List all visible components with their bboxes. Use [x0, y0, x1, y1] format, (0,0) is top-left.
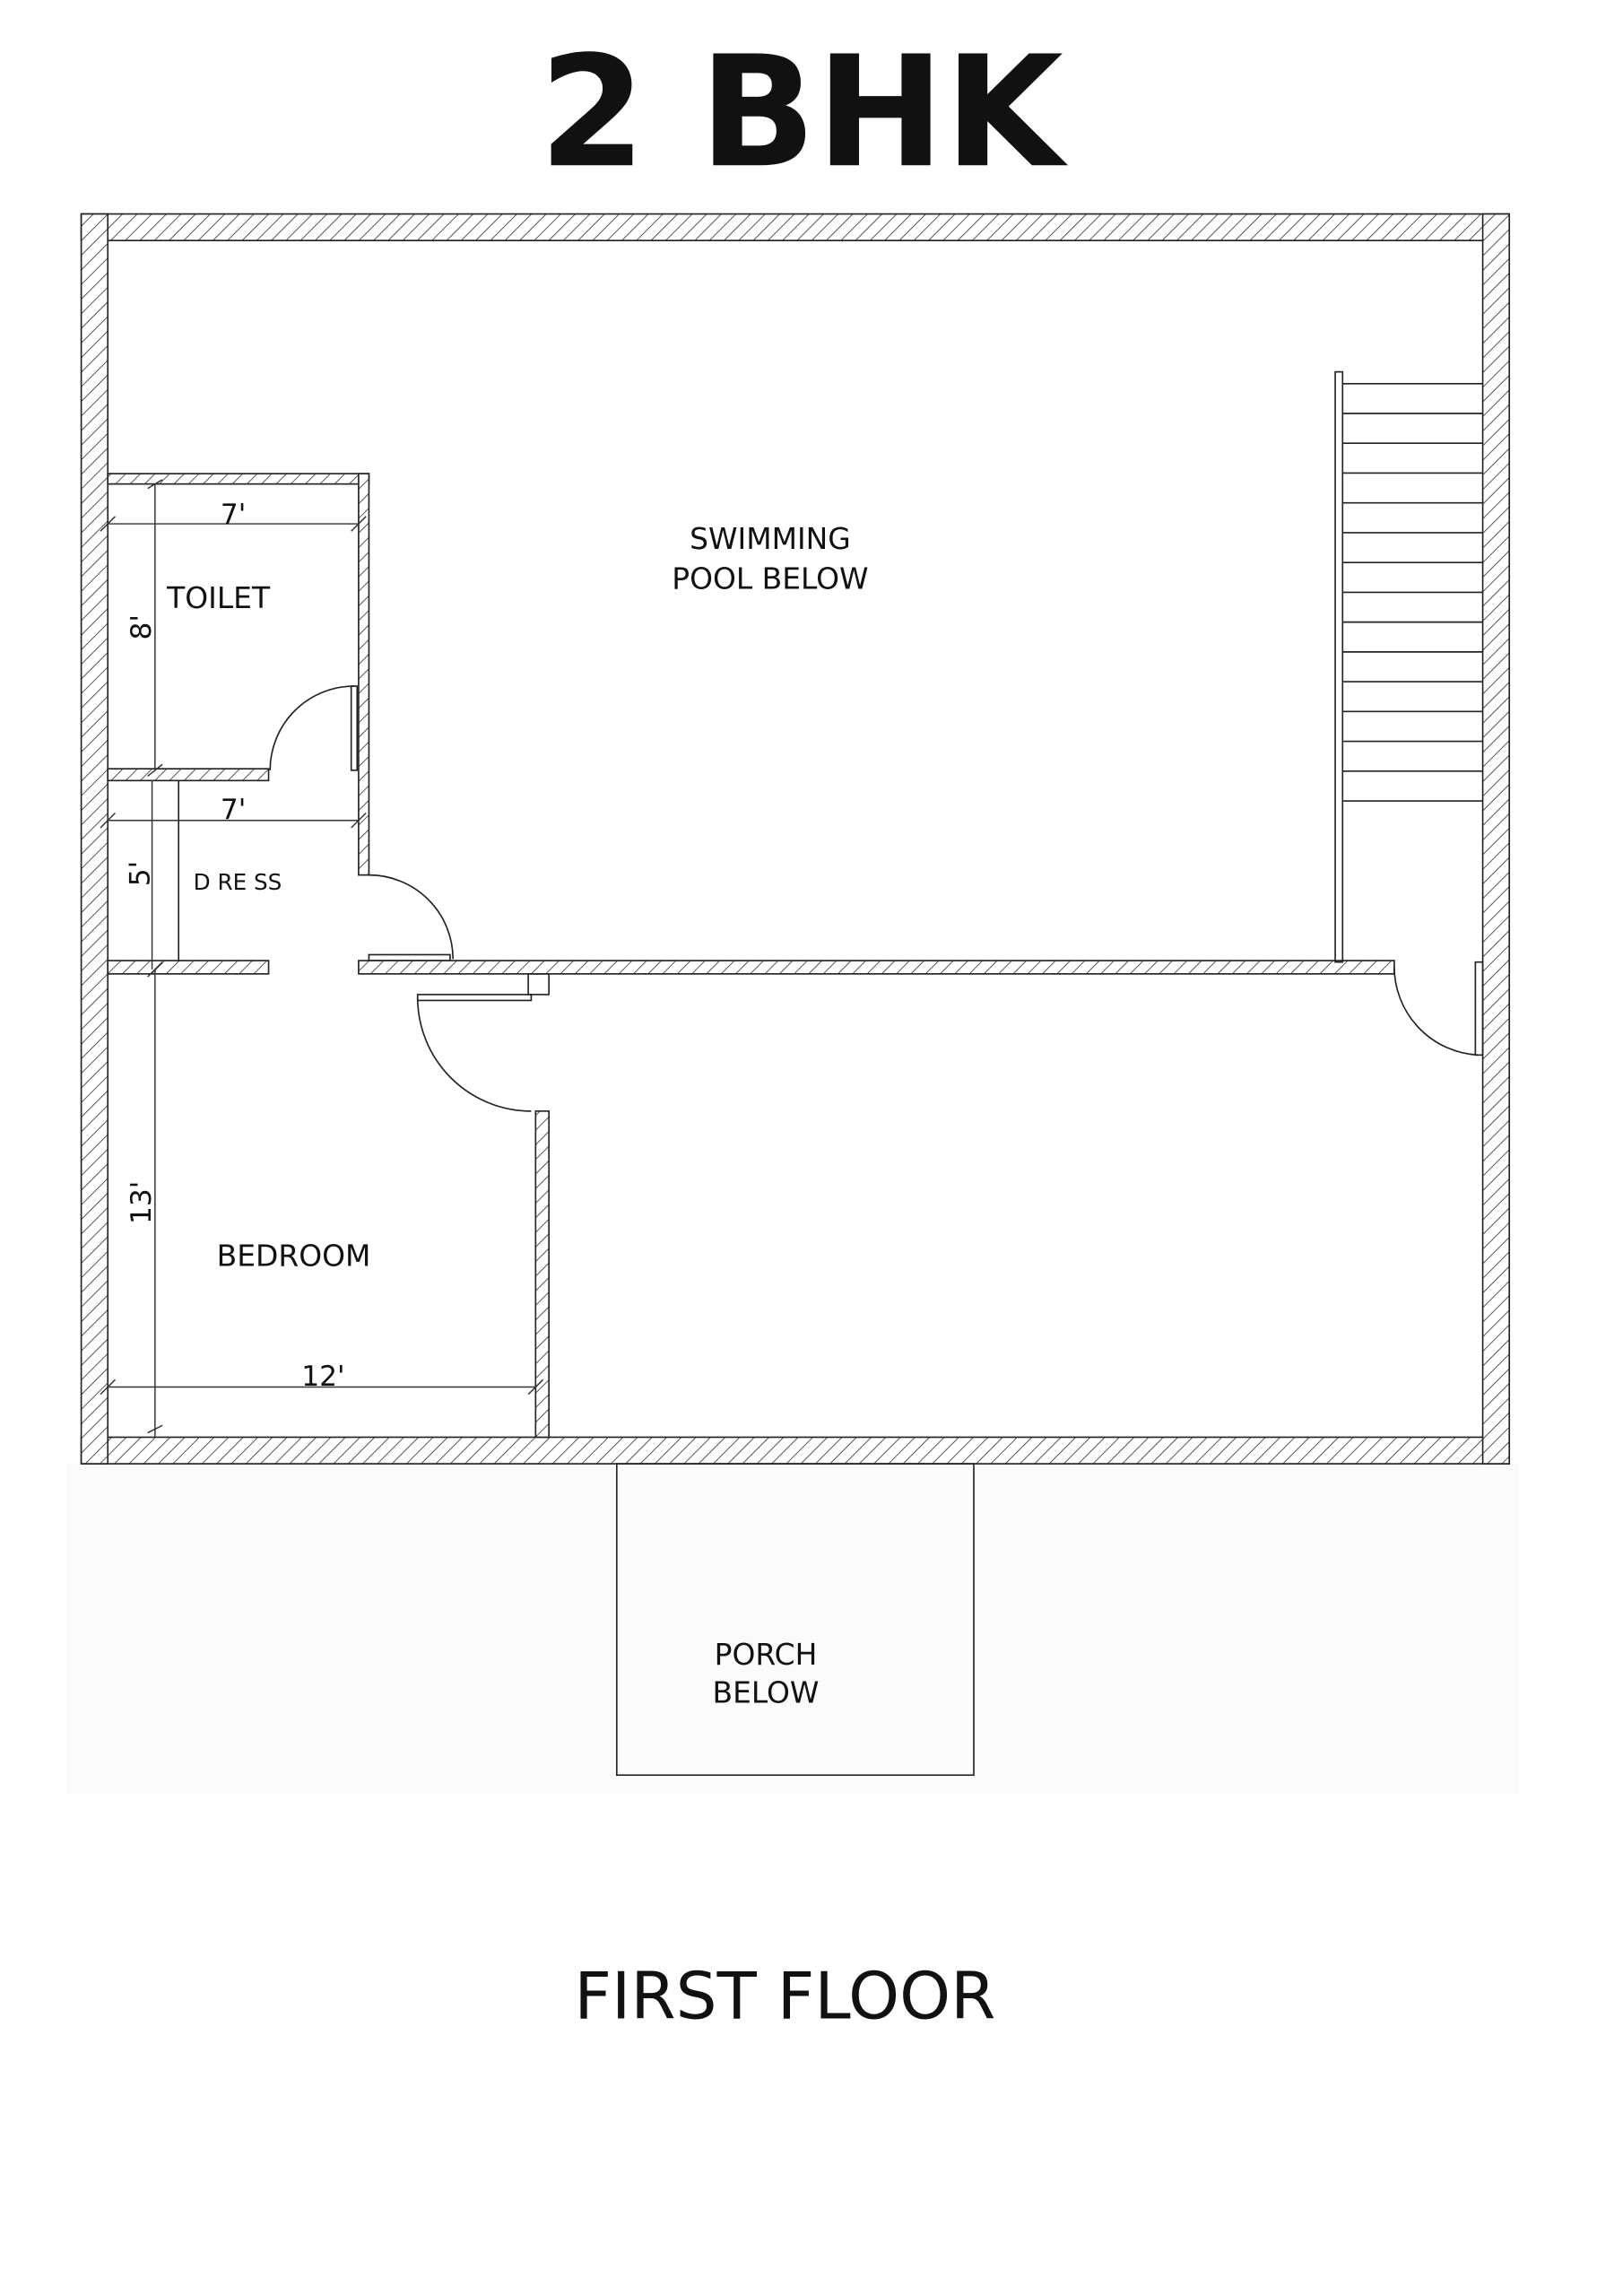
page-title: 2 BHK	[539, 23, 1068, 202]
bedroom-label: BEDROOM	[217, 1239, 371, 1274]
dress-door[interactable]	[368, 874, 455, 961]
bedroom-width-dim: 12'	[301, 1361, 344, 1393]
dress-width-dim: 7'	[221, 794, 246, 826]
toilet-door[interactable]	[269, 685, 359, 771]
outer-walls	[80, 213, 1511, 1465]
toilet-walls	[107, 473, 370, 876]
middle-wall	[107, 960, 1395, 996]
bedroom-wall	[534, 1110, 550, 1439]
hall-door[interactable]	[1393, 961, 1484, 1057]
bedroom-door[interactable]	[416, 994, 533, 1112]
dimension-lines	[100, 479, 544, 1438]
staircase	[1334, 370, 1483, 963]
toilet-width-dim: 7'	[221, 499, 246, 531]
pool-label-line1: SWIMMING	[690, 521, 851, 556]
toilet-length-dim: 8'	[126, 614, 158, 639]
porch-outline	[616, 1463, 975, 1777]
pool-label-line2: POOL BELOW	[672, 561, 868, 596]
dress-label: D RE SS	[194, 869, 282, 895]
dress-length-dim: 5'	[124, 861, 156, 886]
toilet-label: TOILET	[166, 580, 271, 615]
bedroom-length-dim: 13'	[126, 1181, 158, 1224]
porch-label-line2: BELOW	[713, 1675, 820, 1710]
floor-label: FIRST FLOOR	[574, 1960, 995, 2035]
lower-background	[66, 1464, 1520, 1793]
porch-label-line1: PORCH	[715, 1637, 818, 1672]
